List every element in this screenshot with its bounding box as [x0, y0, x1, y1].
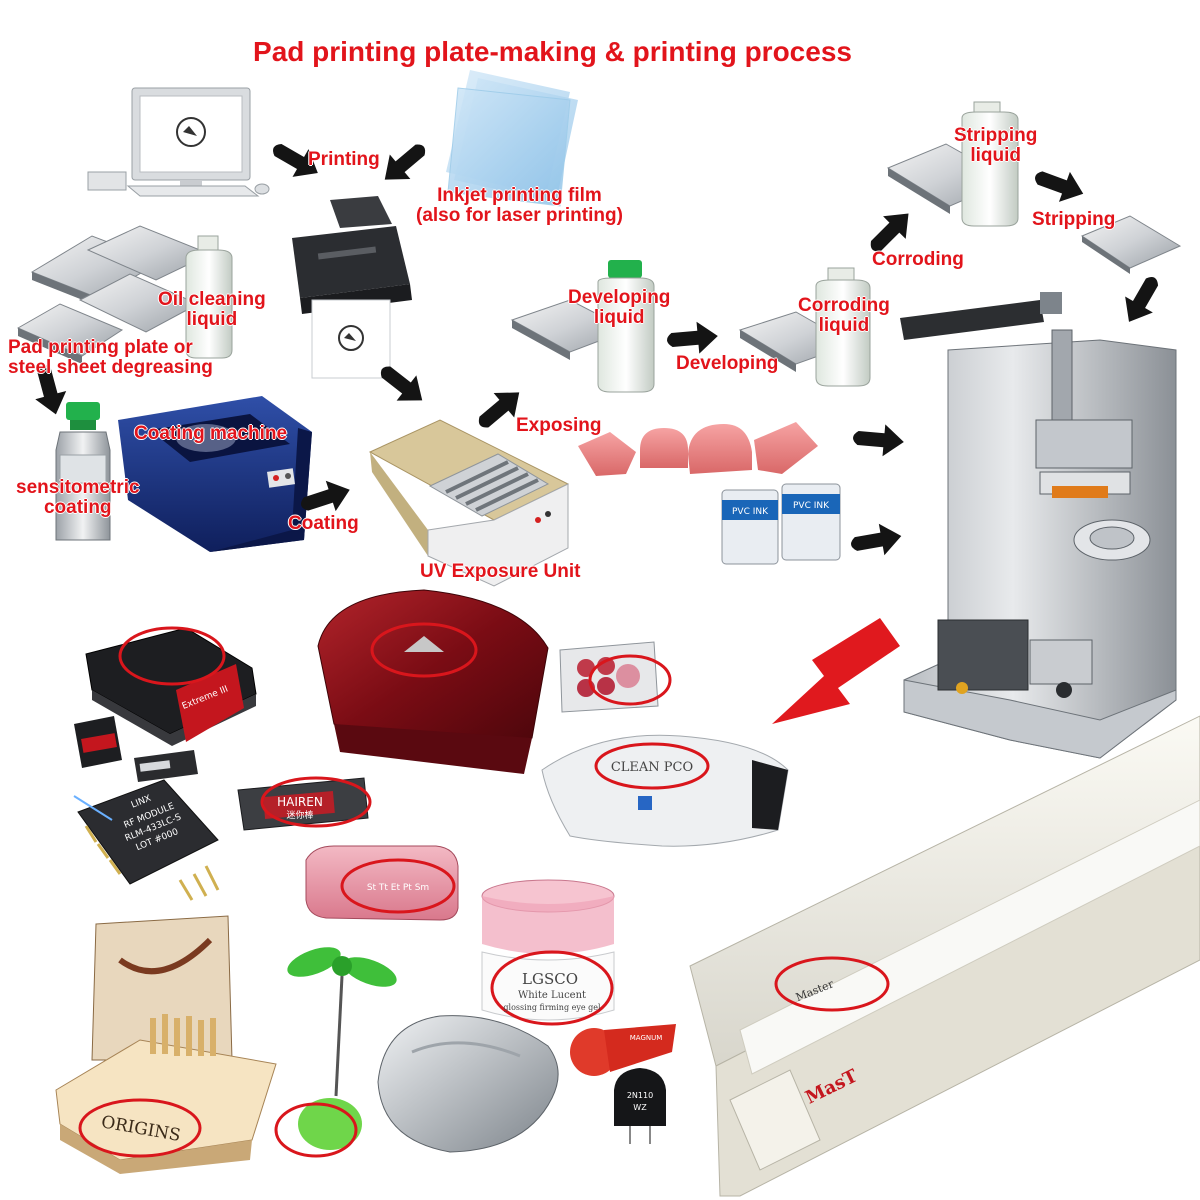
developing-bottle-image: [597, 260, 655, 393]
memory-cards-image: [74, 716, 198, 782]
oil-cleaning-bottle-image: [185, 235, 233, 359]
hairen-sub-text: 迷你棒: [286, 809, 313, 821]
sensitometric-bottle-image: [55, 402, 111, 541]
label-corroding-liquid: Corroding liquid: [798, 296, 890, 336]
ink-can-2-text: PVC INK: [793, 501, 830, 511]
arrow-ink-to-machine: [848, 520, 905, 561]
label-sensitometric-line-1: sensitometric: [16, 477, 140, 498]
ink-can-1-text: PVC INK: [732, 507, 769, 517]
label-sensitometric: sensitometric coating: [16, 478, 140, 518]
label-inkjet-film-line-1: Inkjet printing film: [437, 185, 602, 206]
label-oil-cleaning: Oil cleaning liquid: [158, 290, 266, 330]
label-corroding: Corroding: [872, 249, 964, 270]
steps-text: St Tt Et Pt Sm: [367, 883, 429, 893]
transistor-image: [614, 1068, 666, 1144]
corroding-bottle-image: [815, 267, 871, 387]
label-degreasing-line-1: Pad printing plate or: [8, 337, 193, 358]
label-developing-liquid-line-2: liquid: [593, 307, 645, 328]
label-coating-machine: Coating machine: [134, 423, 288, 444]
printer-image: [292, 196, 412, 379]
page-title: Pad printing plate-making & printing pro…: [253, 36, 852, 67]
pad-printing-machine-image: [900, 292, 1177, 759]
label-uv-unit: UV Exposure Unit: [420, 561, 581, 582]
hairen-text: HAIREN: [277, 795, 323, 809]
card-reader-image: [85, 626, 257, 746]
label-developing-liquid-line-1: Developing: [568, 287, 671, 308]
arrow-stripping: [1029, 161, 1089, 209]
pink-device-image: [305, 845, 459, 921]
label-corroding-liquid-line-2: liquid: [818, 315, 870, 336]
arrow-pads-to-machine: [851, 421, 906, 458]
label-oil-cleaning-line-2: liquid: [186, 309, 238, 330]
label-inkjet-film-line-2: (also for laser printing): [416, 205, 623, 226]
label-exposing: Exposing: [516, 415, 602, 436]
label-stripping: Stripping: [1032, 209, 1116, 230]
label-oil-cleaning-line-1: Oil cleaning: [158, 289, 266, 310]
fluorescent-lamp-fixture-image: [689, 715, 1200, 1197]
cleanpco-text: CLEAN PCO: [611, 760, 693, 775]
label-developing-liquid: Developing liquid: [568, 288, 670, 328]
coating-machine-image: [118, 396, 312, 552]
rf-module-image: [73, 779, 220, 901]
label-developing: Developing: [676, 353, 779, 374]
usb-stick-image: [237, 776, 372, 831]
big-red-arrow: [772, 618, 900, 724]
transistor-text-2: WZ: [633, 1103, 647, 1112]
label-stripping-liquid-line-1: Stripping: [954, 125, 1038, 146]
arrow-developing: [665, 320, 720, 357]
wooden-box-image: [317, 589, 549, 774]
pvc-ink-cans-image: [721, 483, 841, 565]
lgsco-sub-2: glossing firming eye gel: [503, 1003, 601, 1012]
mouse-image: [377, 1015, 559, 1153]
stripping-bottle-image: [961, 101, 1019, 227]
plates-stack-image: [16, 225, 212, 364]
inkjet-film-image: [446, 70, 578, 207]
uv-exposure-unit-image: [368, 419, 570, 587]
cosmetic-jar-image: [481, 879, 615, 1026]
green-fan-toy-image: [274, 947, 397, 1158]
label-printing: Printing: [308, 149, 380, 170]
origins-display-image: [55, 915, 277, 1174]
printing-pads-image: [578, 422, 818, 476]
label-inkjet-film: Inkjet printing film (also for laser pri…: [416, 186, 623, 226]
lgsco-text: LGSCO: [522, 970, 578, 988]
label-degreasing-line-2: steel sheet degreasing: [8, 357, 213, 378]
label-sensitometric-line-2: coating: [43, 497, 112, 518]
computer-image: [87, 87, 270, 197]
transistor-text-1: 2N110: [627, 1091, 653, 1100]
red-clip-image: [570, 1024, 676, 1076]
lgsco-sub-1: White Lucent: [518, 990, 586, 1001]
label-stripping-liquid: Stripping liquid: [954, 126, 1037, 166]
label-stripping-liquid-line-2: liquid: [970, 145, 1022, 166]
arrow-to-machine-top: [1115, 269, 1169, 330]
magnum-text: MAGNUM: [630, 1034, 663, 1042]
cleanpco-device-image: [541, 734, 789, 847]
label-coating: Coating: [288, 513, 359, 534]
cosmetic-palette-image: [559, 641, 672, 713]
arrow-film-to-printer: [374, 134, 435, 192]
label-degreasing: Pad printing plate or steel sheet degrea…: [8, 338, 213, 378]
label-corroding-liquid-line-1: Corroding: [798, 295, 890, 316]
stripped-plate-image: [1080, 215, 1182, 274]
